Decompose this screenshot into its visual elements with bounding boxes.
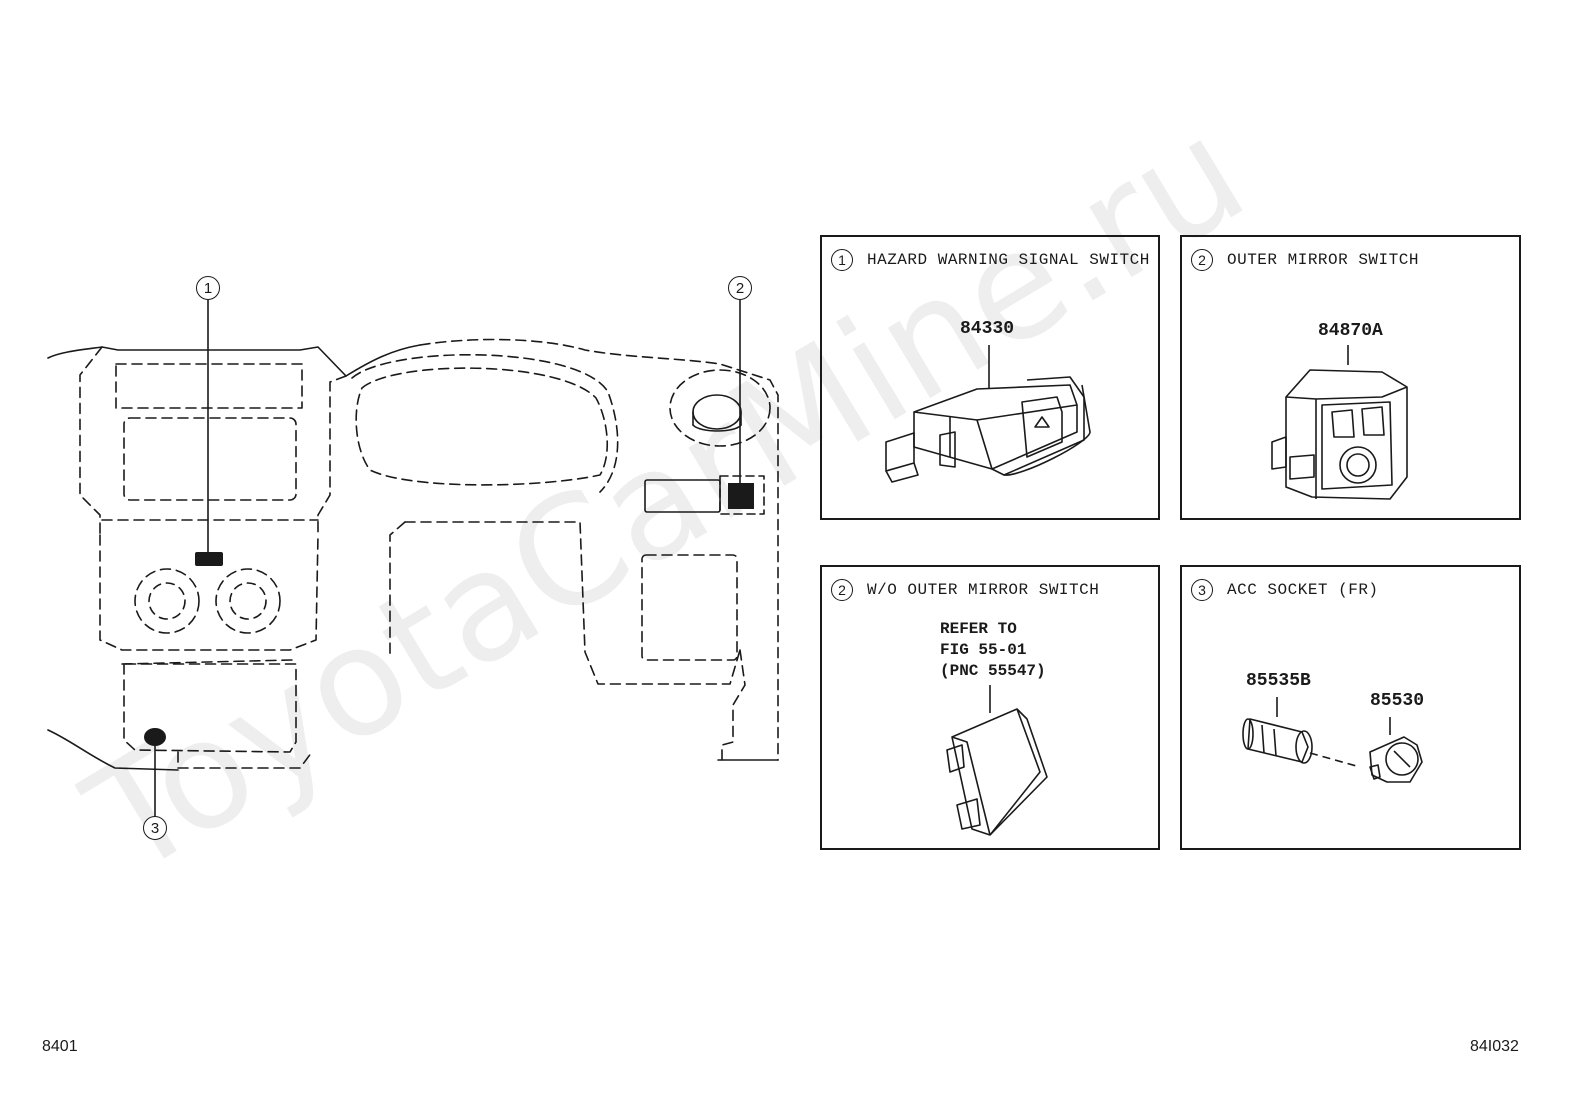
panel-number: 2: [1191, 249, 1213, 271]
radio-display: [123, 417, 297, 501]
part-number-85535B: 85535B: [1246, 671, 1311, 691]
blank-cover-illustration: [946, 685, 1048, 836]
panel-title: ACC SOCKET (FR): [1227, 581, 1379, 599]
panel-number: 1: [831, 249, 853, 271]
footer-right-code: 84I032: [1470, 1038, 1519, 1055]
panel-hazard-warning-switch: 1 HAZARD WARNING SIGNAL SWITCH 84330: [820, 235, 1160, 520]
panel-header: 3 ACC SOCKET (FR): [1191, 579, 1379, 601]
hvac-knob-left: [134, 568, 200, 634]
air-vent-right: [669, 369, 771, 447]
hazard-switch-illustration: [885, 345, 1091, 483]
radio-slot-upper: [115, 363, 303, 409]
mirror-switch-location: [728, 483, 754, 509]
panel-header: 1 HAZARD WARNING SIGNAL SWITCH: [831, 249, 1150, 271]
side-panel-blank: [644, 479, 721, 513]
panel-without-outer-mirror-switch: 2 W/O OUTER MIRROR SWITCH REFER TO FIG 5…: [820, 565, 1160, 850]
panel-acc-socket: 3 ACC SOCKET (FR) 85535B 85530: [1180, 565, 1521, 850]
part-number-85530: 85530: [1370, 691, 1425, 711]
refer-note-line-1: REFER TO: [940, 620, 1017, 638]
instrument-cluster: [355, 367, 609, 486]
panel-number: 2: [831, 579, 853, 601]
panel-outer-mirror-switch: 2 OUTER MIRROR SWITCH 84870A: [1180, 235, 1521, 520]
panel-title: OUTER MIRROR SWITCH: [1227, 251, 1419, 269]
refer-note-line-2: FIG 55-01: [940, 641, 1027, 659]
refer-note: REFER TO FIG 55-01 (PNC 55547): [940, 619, 1046, 682]
acc-socket-location: [144, 728, 166, 746]
callout-3: 3: [143, 816, 167, 840]
panel-title: HAZARD WARNING SIGNAL SWITCH: [867, 251, 1150, 269]
lower-right-pocket: [641, 554, 738, 661]
panel-header: 2 W/O OUTER MIRROR SWITCH: [831, 579, 1099, 601]
panel-header: 2 OUTER MIRROR SWITCH: [1191, 249, 1419, 271]
panel-title: W/O OUTER MIRROR SWITCH: [867, 581, 1100, 599]
acc-socket-illustration: [1242, 697, 1423, 783]
refer-note-line-3: (PNC 55547): [940, 662, 1046, 680]
mirror-switch-illustration: [1271, 345, 1408, 500]
panel-number: 3: [1191, 579, 1213, 601]
footer-left-code: 8401: [42, 1038, 78, 1055]
dashboard-outline: [47, 344, 421, 377]
callout-2: 2: [728, 276, 752, 300]
part-number-84330: 84330: [960, 319, 1015, 339]
part-number-84870A: 84870A: [1318, 321, 1383, 341]
callout-1: 1: [196, 276, 220, 300]
hazard-switch-location: [195, 552, 223, 566]
hvac-knob-right: [215, 568, 281, 634]
